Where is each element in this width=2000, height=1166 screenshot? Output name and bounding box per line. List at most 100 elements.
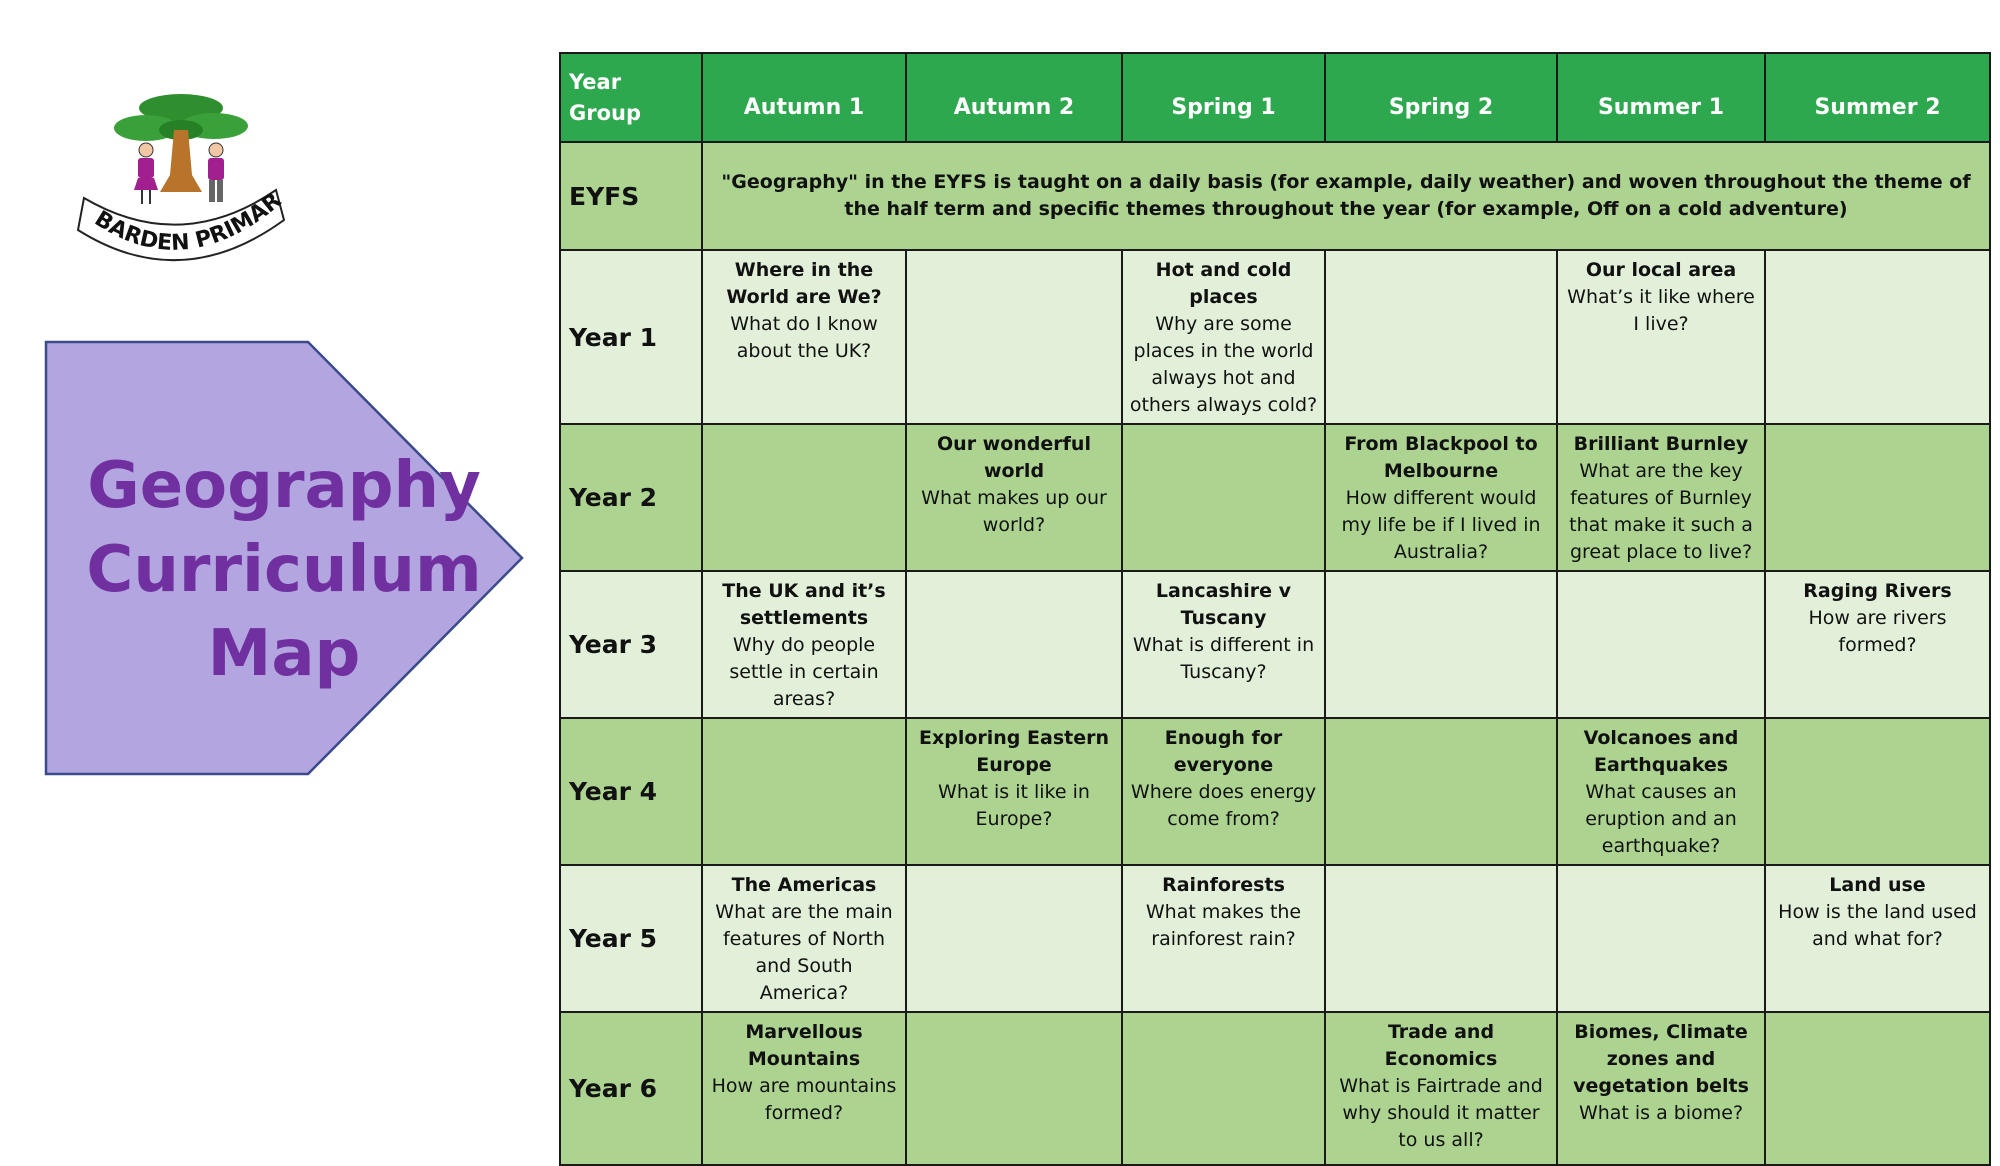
topic-question: How different would my life be if I live… xyxy=(1341,487,1541,563)
title-line-3: Map xyxy=(207,617,361,691)
topic-question: What causes an eruption and an earthquak… xyxy=(1585,781,1737,857)
topic-question: How is the land used and what for? xyxy=(1778,901,1977,950)
topic-title: Marvellous Mountains xyxy=(745,1021,863,1070)
topic-title: Trade and Economics xyxy=(1384,1021,1498,1070)
row-label: Year 1 xyxy=(559,249,703,425)
header-spring-1: Spring 1 xyxy=(1121,52,1326,143)
header-spring-2: Spring 2 xyxy=(1324,52,1558,143)
topic-cell xyxy=(701,423,907,572)
topic-title: Our local area xyxy=(1585,259,1737,281)
topic-cell xyxy=(1121,1011,1326,1166)
topic-title: Brilliant Burnley xyxy=(1573,433,1749,455)
topic-title: Lancashire v Tuscany xyxy=(1155,580,1292,629)
topic-question: What’s it like where I live? xyxy=(1567,286,1755,335)
topic-title: Land use xyxy=(1829,874,1926,896)
tree-logo-icon: BARDEN PRIMARY xyxy=(76,80,286,262)
topic-question: What do I know about the UK? xyxy=(730,313,878,362)
table-row: Year 1 Where in the World are We? What do … xyxy=(559,249,1991,425)
topic-title: Rainforests xyxy=(1162,874,1285,896)
topic-question: Why do people settle in certain areas? xyxy=(729,634,879,710)
topic-cell xyxy=(1324,249,1558,425)
title-line-2: Curriculum xyxy=(86,533,482,607)
topic-question: What is it like in Europe? xyxy=(938,781,1090,830)
title-line-1: Geography xyxy=(87,449,481,523)
topic-title: The UK and it’s settlements xyxy=(722,580,886,629)
topic-title: Where in the World are We? xyxy=(726,259,882,308)
topic-cell xyxy=(1764,717,1991,866)
topic-cell xyxy=(701,717,907,866)
topic-title: Exploring Eastern Europe xyxy=(919,727,1109,776)
header-autumn-2: Autumn 2 xyxy=(905,52,1123,143)
topic-cell xyxy=(905,864,1123,1013)
topic-cell xyxy=(1764,423,1991,572)
topic-question: Why are some places in the world always … xyxy=(1129,313,1318,416)
topic-cell: Where in the World are We? What do I know… xyxy=(701,249,907,425)
row-label: Year 3 xyxy=(559,570,703,719)
topic-question: What is a biome? xyxy=(1578,1102,1744,1124)
topic-cell xyxy=(905,1011,1123,1166)
topic-cell xyxy=(1324,717,1558,866)
topic-question: What is different in Tuscany? xyxy=(1132,634,1315,683)
topic-question: What makes the rainforest rain? xyxy=(1145,901,1302,950)
topic-cell xyxy=(1556,570,1766,719)
curriculum-table: Year Group Autumn 1 Autumn 2 Spring 1 Sp… xyxy=(559,52,1991,1166)
eyfs-row: EYFS "Geography" in the EYFS is taught o… xyxy=(559,141,1991,251)
topic-title: The Americas xyxy=(731,874,877,896)
topic-cell xyxy=(1764,249,1991,425)
topic-title: Raging Rivers xyxy=(1803,580,1952,602)
header-year-group-line-1: Year xyxy=(569,69,622,94)
row-label-eyfs: EYFS xyxy=(559,141,703,251)
topic-question: What are the key features of Burnley tha… xyxy=(1569,460,1753,563)
topic-cell xyxy=(905,249,1123,425)
row-label: Year 2 xyxy=(559,423,703,572)
topic-title: Hot and cold places xyxy=(1155,259,1292,308)
row-label: Year 4 xyxy=(559,717,703,866)
title-banner: Geography Curriculum Map xyxy=(44,340,524,776)
header-year-group: Year Group xyxy=(559,52,703,143)
page-title: Geography Curriculum Map xyxy=(54,449,514,691)
topic-title: From Blackpool to Melbourne xyxy=(1344,433,1538,482)
topic-cell: Biomes, Climate zones and vegetation bel… xyxy=(1556,1011,1766,1166)
topic-question: What makes up our world? xyxy=(921,487,1107,536)
topic-question: How are rivers formed? xyxy=(1808,607,1947,656)
topic-cell xyxy=(905,570,1123,719)
topic-cell xyxy=(1121,423,1326,572)
header-summer-1: Summer 1 xyxy=(1556,52,1766,143)
topic-title: Volcanoes and Earthquakes xyxy=(1583,727,1739,776)
row-label: Year 5 xyxy=(559,864,703,1013)
school-logo: BARDEN PRIMARY xyxy=(76,80,286,280)
header-year-group-line-2: Group xyxy=(569,100,642,125)
topic-title: Our wonderful world xyxy=(937,433,1091,482)
eyfs-description: "Geography" in the EYFS is taught on a d… xyxy=(701,141,1991,251)
topic-cell xyxy=(1556,864,1766,1013)
row-label: Year 6 xyxy=(559,1011,703,1166)
header-row: Year Group Autumn 1 Autumn 2 Spring 1 Sp… xyxy=(559,52,1991,143)
topic-title: Biomes, Climate zones and vegetation bel… xyxy=(1573,1021,1749,1097)
topic-question: How are mountains formed? xyxy=(711,1075,897,1124)
topic-question: What is Fairtrade and why should it matt… xyxy=(1339,1075,1543,1151)
header-summer-2: Summer 2 xyxy=(1764,52,1991,143)
pentagon-arrow-shape xyxy=(44,340,524,776)
topic-cell xyxy=(1764,1011,1991,1166)
topic-question: What are the main features of North and … xyxy=(715,901,893,1004)
